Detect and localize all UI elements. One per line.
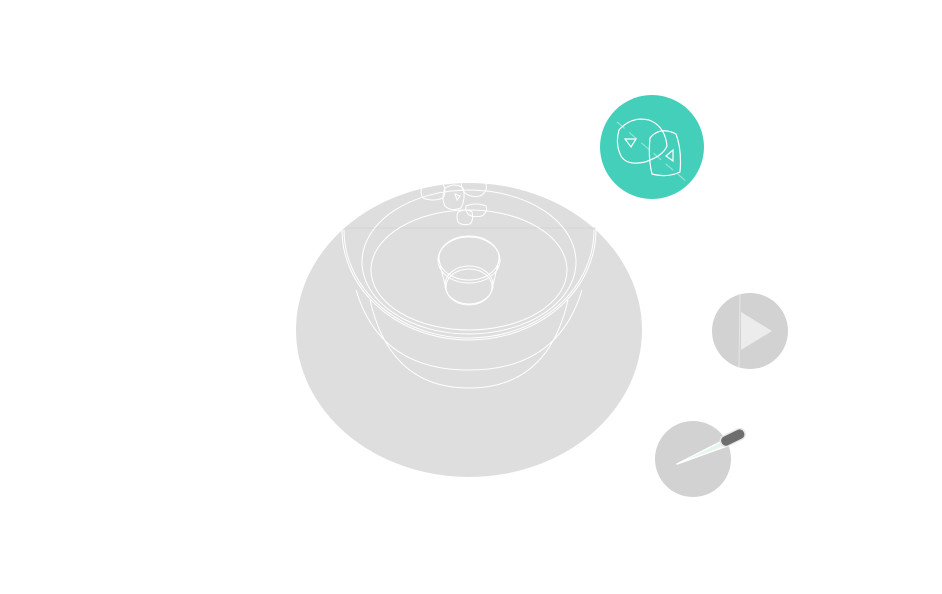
ice-cubes-in-pan [420, 178, 487, 226]
ice-cubes-icon [616, 118, 688, 183]
ice-cubes-tool-button[interactable] [600, 95, 704, 199]
dropper-tool-button[interactable] [655, 421, 747, 497]
dropper-icon [676, 427, 746, 465]
play-button[interactable] [712, 293, 788, 369]
bundt-pan[interactable] [341, 179, 597, 389]
play-icon [741, 312, 772, 350]
